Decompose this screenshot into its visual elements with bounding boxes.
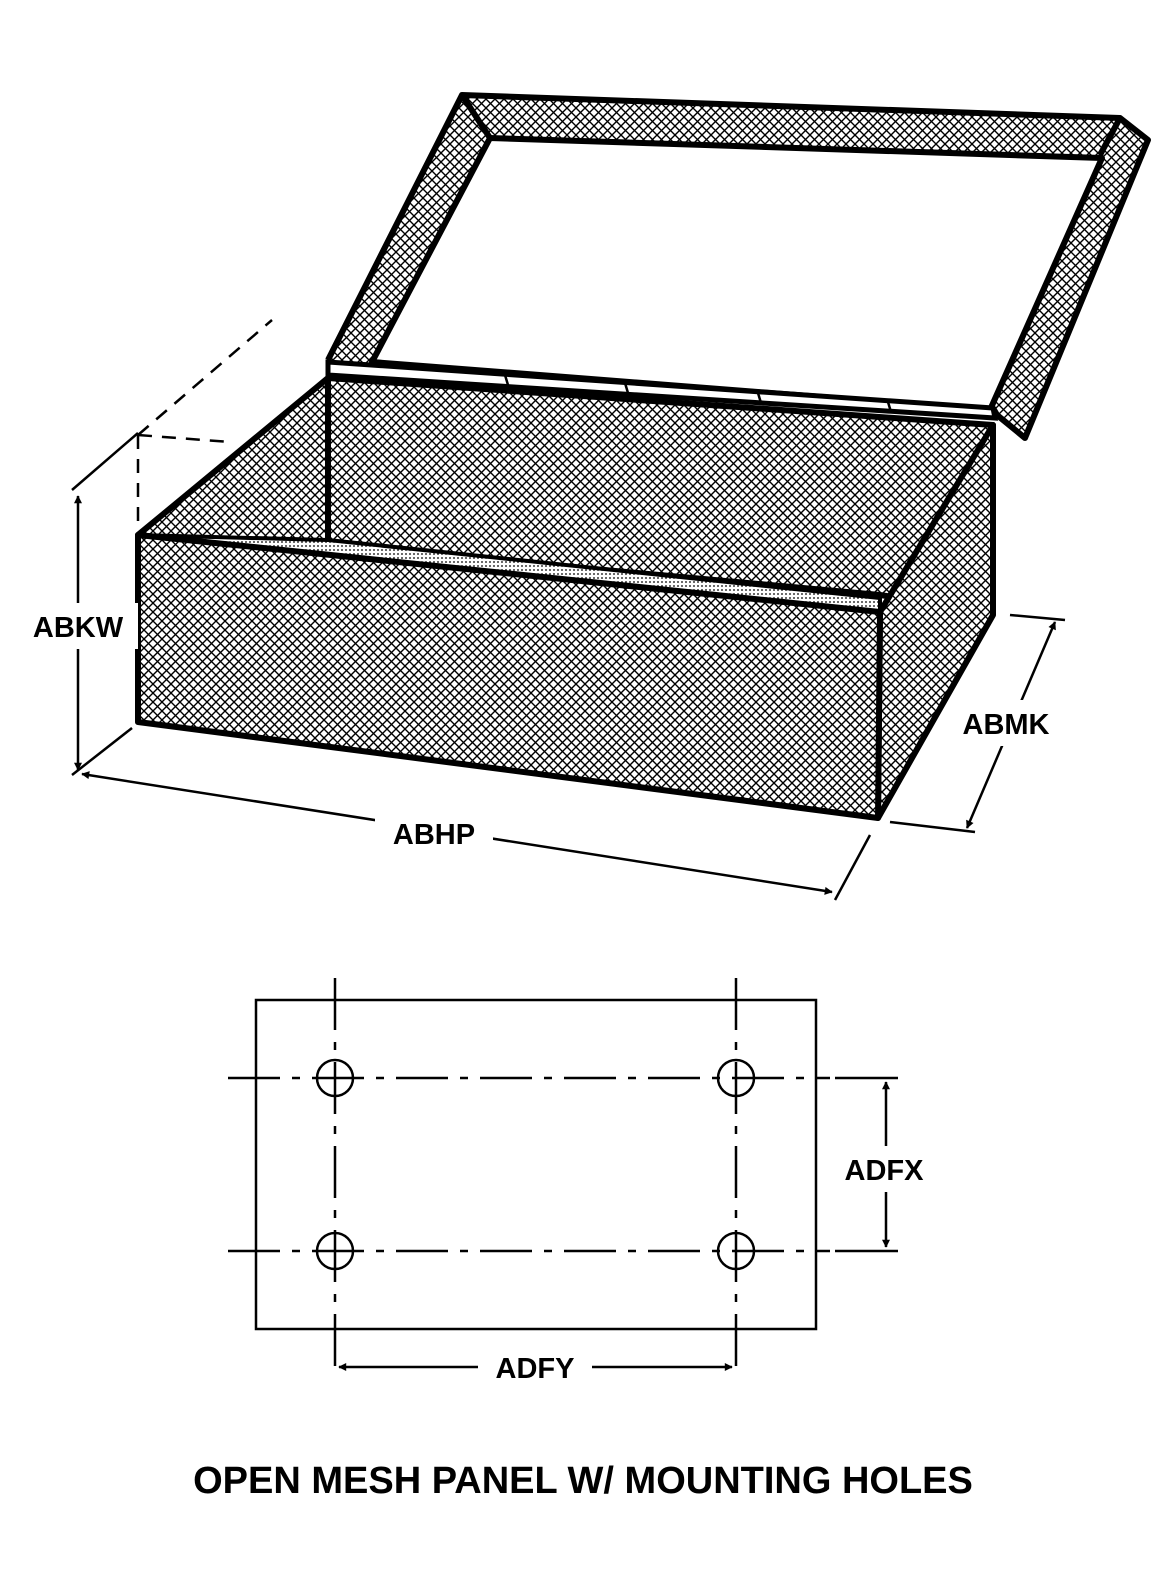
hole-vertical-label: ADFX [845,1155,925,1187]
dimension-height: ABKW [20,432,139,776]
dimension-length: ABHP [81,771,872,901]
dimension-hole-vertical: ADFX [835,1076,936,1253]
drawing-caption: OPEN MESH PANEL W/ MOUNTING HOLES [193,1460,973,1502]
mounting-hole [315,1058,355,1098]
mounting-hole [315,1231,355,1271]
hinge-strip [325,359,999,421]
dimension-depth: ABMK [889,613,1066,834]
panel-outline [254,998,818,1331]
hidden-edges [136,319,273,530]
mounting-hole [716,1058,756,1098]
height-label: ABKW [33,612,124,644]
hole-centerlines [228,978,830,1375]
front-wall [135,532,883,821]
mounting-hole [716,1231,756,1271]
depth-label: ABMK [963,709,1050,741]
mesh-box-isometric [135,92,1151,821]
mounting-panel: ADFX ADFY [228,978,936,1390]
mounting-holes [315,1058,756,1271]
hole-horizontal-label: ADFY [496,1353,575,1385]
length-label: ABHP [393,819,475,851]
left-side-wall [135,375,331,558]
dimension-hole-horizontal: ADFY [338,1344,733,1390]
